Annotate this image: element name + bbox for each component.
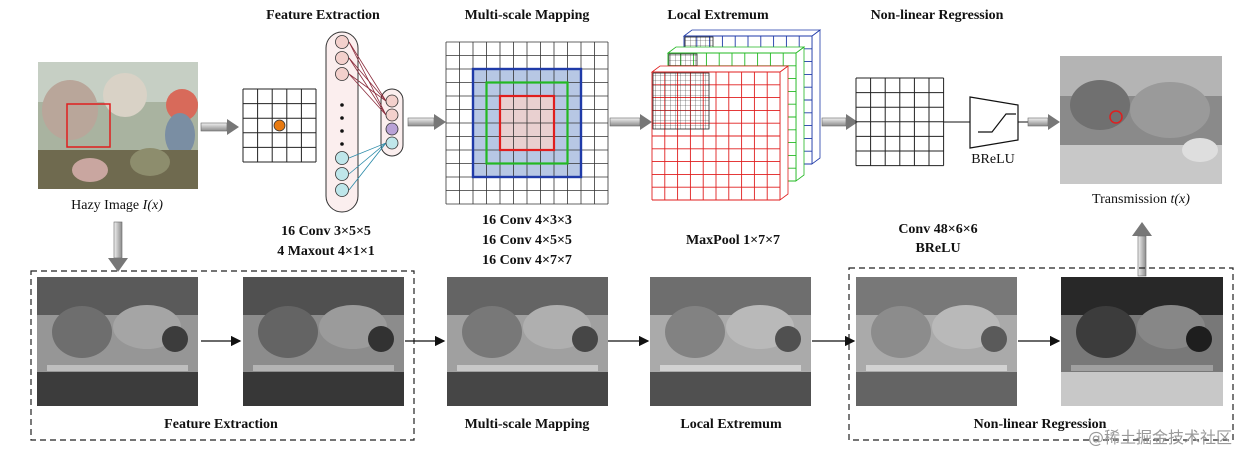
arrow-up-to-output [1132,222,1152,277]
scale-7x7-frame [471,67,583,179]
neuron-node [335,167,349,181]
multi-scale-grid [445,41,609,205]
feature-map-4 [650,277,811,406]
arrow-input-to-fe [200,119,239,135]
feature-map-3 [447,277,608,406]
maxout-node [385,122,399,136]
arrow-fe-to-ms [407,114,446,130]
arrow-input-down [108,221,128,272]
neuron-node [335,35,349,49]
arrow-le-to-nr [821,114,858,130]
neuron-node [335,51,349,65]
ms-param-line-3: 16 Conv 4×7×7 [482,253,572,268]
dashed-box-left [30,270,415,441]
arrow-brelu-to-output [1027,114,1060,130]
brelu-label: BReLU [971,152,1015,167]
feature-map-2 [243,277,404,406]
fe-param-line-1: 16 Conv 3×5×5 [281,224,371,239]
nr-param-line-1: Conv 48×6×6 [898,222,978,237]
watermark-text: @稀土掘金技术社区 [1087,428,1232,447]
bottom-title-local-extremum: Local Extremum [680,417,782,432]
input-patch-grid [242,88,317,163]
neuron-node [335,67,349,81]
maxout-node [385,108,399,122]
dashed-box-right [848,267,1234,441]
arrow-ms-to-le [609,114,652,130]
output-caption-variable: t(x) [1170,192,1190,207]
title-local-extremum: Local Extremum [667,8,769,23]
maxout-network [325,31,404,213]
input-caption-text: Hazy Image [71,198,143,213]
title-feature-extraction: Feature Extraction [266,8,380,23]
nr-param-line-2: BReLU [915,241,961,256]
maxout-node [385,136,399,150]
feature-map-1 [37,277,198,406]
input-caption-variable: I(x) [142,198,163,213]
output-pixel-circle [1109,110,1123,124]
local-extremum-stack [650,29,822,201]
neuron-node [335,151,349,165]
feature-map-6 [1061,277,1223,406]
hazy-input-image [38,62,198,189]
output-caption-text: Transmission [1092,192,1171,207]
transmission-output-image [1060,56,1222,184]
patch-red-box [66,103,111,148]
fe-param-line-2: 4 Maxout 4×1×1 [277,244,375,259]
neuron-node [335,183,349,197]
ms-param-line-1: 16 Conv 4×3×3 [482,213,572,228]
le-param-line-1: MaxPool 1×7×7 [685,233,781,248]
maxout-node [385,94,399,108]
ms-param-line-2: 16 Conv 4×5×5 [482,233,572,248]
output-caption: Transmission t(x) [1092,192,1190,208]
bottom-title-multi-scale-mapping: Multi-scale Mapping [464,417,590,432]
patch-center-pixel [273,119,286,132]
input-caption: Hazy Image I(x) [71,198,163,214]
bottom-title-feature-extraction: Feature Extraction [164,417,278,432]
scale-5x5-frame [485,81,569,165]
title-multi-scale-mapping: Multi-scale Mapping [464,8,590,23]
bottom-title-nonlinear-regression: Non-linear Regression [973,417,1107,432]
feature-map-5 [856,277,1017,406]
brelu-activation-icon [944,96,1028,149]
scale-3x3-frame [498,94,556,152]
title-nonlinear-regression: Non-linear Regression [870,8,1004,23]
nonlinear-regression-grid [855,77,945,167]
